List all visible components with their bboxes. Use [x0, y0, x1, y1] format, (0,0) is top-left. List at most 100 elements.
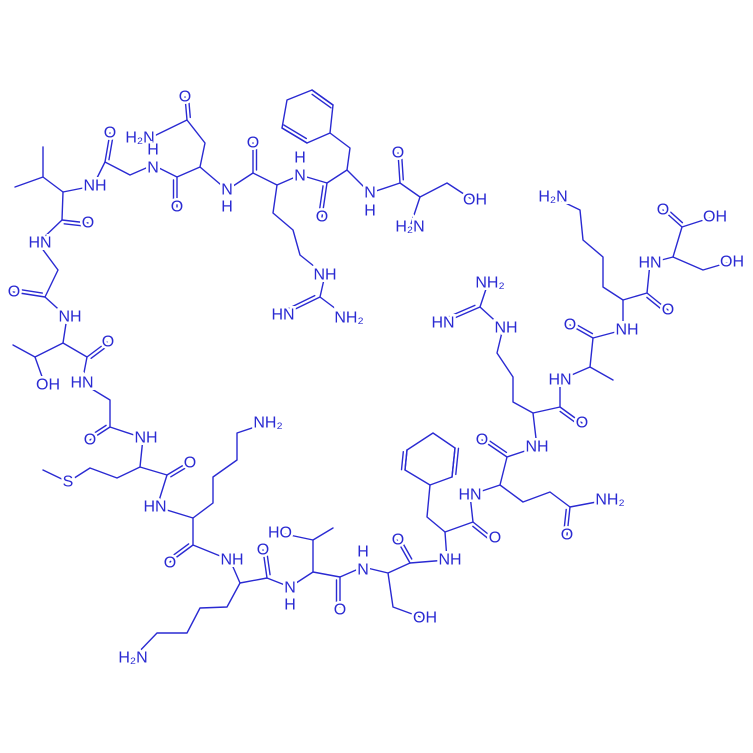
atom-label: N — [364, 185, 376, 202]
bond — [34, 356, 46, 386]
double-bond — [571, 321, 594, 335]
double-bond — [400, 450, 405, 471]
atom-label: O — [561, 527, 573, 544]
atom-label: H — [357, 544, 369, 561]
atom-label: N — [294, 168, 306, 185]
double-bond — [90, 344, 110, 359]
atom-label: N — [357, 562, 369, 579]
atom-label: H — [284, 597, 296, 614]
double-bond — [483, 436, 508, 454]
atom-label: N — [284, 580, 296, 597]
bond — [282, 296, 321, 316]
atom-label: OH — [463, 192, 487, 209]
double-bond — [170, 465, 190, 478]
atom-label: O — [662, 302, 674, 319]
atom-label: H₂N — [395, 219, 424, 236]
atom-label: O — [476, 432, 488, 449]
double-bond — [187, 95, 191, 119]
bond — [184, 96, 188, 121]
double-bond — [455, 447, 460, 476]
atom-label: O — [489, 530, 501, 547]
atom-label: O — [316, 209, 328, 226]
atom-label: O — [82, 215, 94, 232]
atom-label: O — [392, 532, 404, 549]
atom-label: NH — [615, 322, 638, 339]
atom-label: OH — [703, 209, 727, 226]
bond — [104, 132, 111, 163]
bond — [479, 282, 538, 486]
atom-label: H₂N — [538, 189, 567, 206]
bond — [12, 291, 46, 298]
double-bond — [559, 410, 581, 427]
atom-label: H — [364, 203, 376, 220]
atom-label: NH₂ — [595, 492, 624, 509]
bond — [239, 527, 334, 588]
atom-label: O — [179, 89, 191, 106]
double-bond — [167, 543, 190, 560]
atom-label: H₂N — [118, 650, 147, 667]
atom-label: H — [221, 199, 233, 216]
atom-label: HN — [548, 372, 571, 389]
bond — [14, 146, 44, 188]
atom-label: OH — [36, 377, 60, 394]
atom-label: HN — [28, 235, 51, 252]
bond — [199, 166, 349, 319]
bond — [409, 196, 421, 228]
bond — [622, 256, 731, 301]
atom-label: HN — [143, 499, 166, 516]
atom-label: HN — [638, 255, 661, 272]
bond — [132, 517, 241, 659]
bond — [646, 292, 669, 311]
atom-label: H — [294, 150, 306, 167]
bond — [139, 422, 268, 519]
double-bond — [63, 223, 89, 228]
bond — [169, 544, 194, 563]
atom-label: O — [171, 199, 183, 216]
atom-label: N — [221, 182, 233, 199]
atom-label: O — [576, 415, 588, 432]
bond — [281, 127, 308, 144]
bond — [472, 521, 494, 539]
atom-label: O — [392, 145, 404, 162]
bond — [61, 219, 89, 224]
atom-label: O — [334, 602, 346, 619]
atom-label: O — [184, 455, 196, 472]
bond — [559, 406, 583, 424]
atom-label: NH — [494, 320, 517, 337]
double-bond — [108, 132, 115, 161]
double-bond — [664, 206, 684, 224]
atom-label: NH — [134, 430, 157, 447]
double-bond — [265, 548, 271, 576]
bond — [312, 566, 424, 619]
double-bond — [12, 287, 44, 294]
bond — [404, 432, 456, 486]
atom-label: NH — [525, 439, 548, 456]
bond — [321, 182, 328, 218]
atom-label: NH₂ — [253, 415, 282, 432]
double-bond — [311, 93, 332, 109]
double-bond — [646, 296, 667, 314]
bond — [166, 462, 188, 476]
bond — [89, 426, 111, 441]
atom-label: NH — [313, 267, 336, 284]
bond — [397, 152, 401, 184]
atom-label: O — [84, 432, 96, 449]
bond — [569, 324, 594, 339]
double-bond — [87, 424, 107, 438]
double-bond — [400, 152, 404, 181]
atom-label: S — [63, 474, 74, 491]
atom-label: NH₂ — [475, 275, 504, 292]
atom-label: HO — [268, 525, 292, 542]
bond — [444, 484, 608, 533]
bond — [281, 89, 334, 144]
atom-label: O — [247, 135, 259, 152]
atom-label: O — [257, 542, 269, 559]
atom-label: H — [147, 142, 159, 159]
atom-label: O — [657, 202, 669, 219]
double-bond — [440, 304, 476, 321]
atom-label: O — [102, 334, 114, 351]
atom-label: O — [564, 317, 576, 334]
atom-label: NH — [220, 552, 243, 569]
